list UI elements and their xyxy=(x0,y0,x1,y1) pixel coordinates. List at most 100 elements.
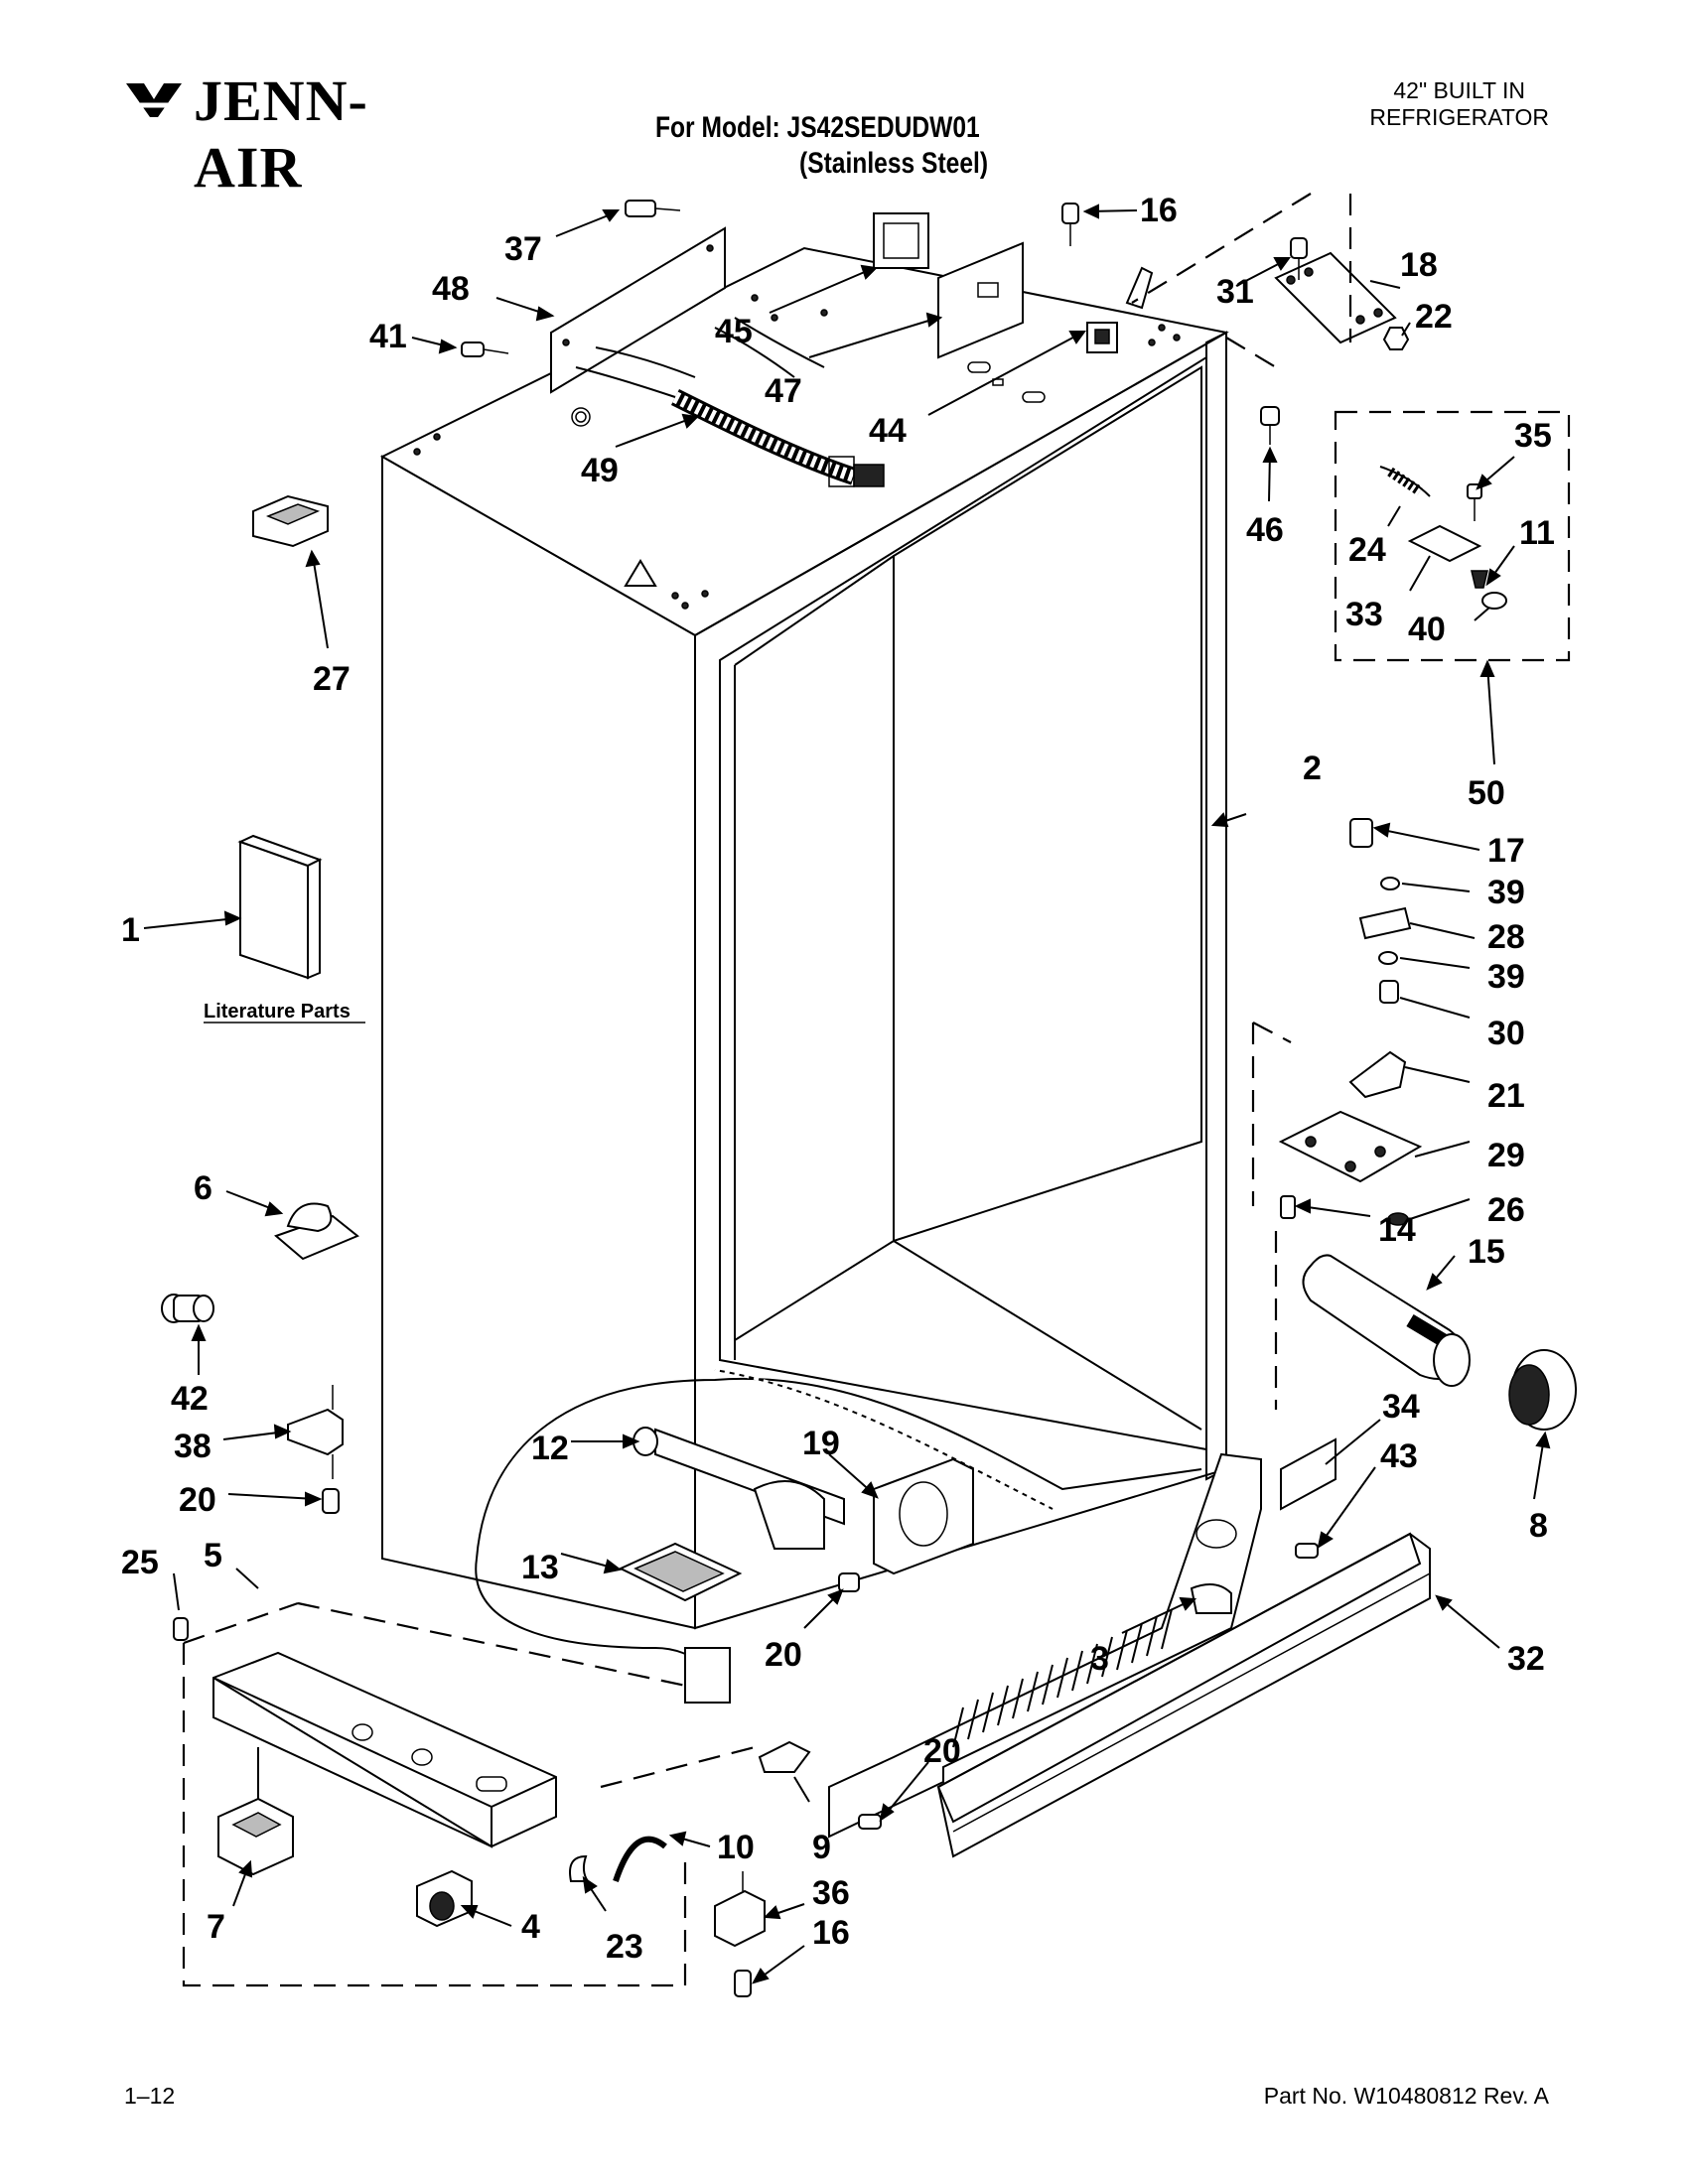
callout-40: 40 xyxy=(1408,611,1446,648)
part-38-bracket xyxy=(287,1385,344,1479)
leader-lines xyxy=(143,204,1551,1984)
callout-9: 9 xyxy=(812,1829,831,1866)
callout-36: 36 xyxy=(812,1874,850,1912)
literature-parts-label: Literature Parts xyxy=(204,1001,351,1023)
callout-10: 10 xyxy=(717,1829,755,1866)
screw-25 xyxy=(173,1617,189,1641)
screws-top xyxy=(461,200,1410,445)
callout-5: 5 xyxy=(204,1537,222,1574)
callout-2: 2 xyxy=(1303,750,1322,787)
callout-18: 18 xyxy=(1400,246,1438,284)
callout-49: 49 xyxy=(581,452,619,489)
roller-4 xyxy=(416,1869,473,1928)
water-filter-15 xyxy=(1302,1254,1471,1387)
callout-27: 27 xyxy=(313,660,351,698)
model-finish: (Stainless Steel) xyxy=(799,147,989,180)
callout-14: 14 xyxy=(1378,1211,1416,1249)
callout-44: 44 xyxy=(869,412,907,450)
callout-19: 19 xyxy=(802,1425,840,1462)
callout-21: 21 xyxy=(1487,1077,1525,1115)
callout-23: 23 xyxy=(606,1928,643,1966)
screw-20-lower xyxy=(858,1814,882,1830)
clip-10 xyxy=(613,1836,667,1882)
callout-17: 17 xyxy=(1487,832,1525,870)
callout-labels: 37 48 45 47 44 41 49 16 31 18 22 46 35 2… xyxy=(121,192,1555,1966)
callout-32: 32 xyxy=(1507,1640,1545,1678)
top-hinge-18 xyxy=(1274,251,1397,344)
callout-22: 22 xyxy=(1415,298,1453,336)
callout-29: 29 xyxy=(1487,1137,1525,1174)
callout-43: 43 xyxy=(1380,1437,1418,1475)
fan-bracket-19 xyxy=(873,1457,974,1575)
part-6-clamp xyxy=(274,1202,359,1261)
callout-39a: 39 xyxy=(1487,874,1525,911)
lower-hinge-stack xyxy=(1278,818,1423,1226)
callout-12: 12 xyxy=(531,1430,569,1467)
callout-24: 24 xyxy=(1348,531,1386,569)
callout-13: 13 xyxy=(521,1549,559,1586)
tray-13 xyxy=(618,1542,743,1602)
callout-46: 46 xyxy=(1246,511,1284,549)
part-number: Part No. W10480812 Rev. A xyxy=(1263,2083,1549,2109)
brand-mark-icon xyxy=(126,83,182,117)
callout-6: 6 xyxy=(194,1169,212,1207)
bracket-9 xyxy=(758,1740,811,1773)
leveler-7 xyxy=(217,1747,294,1876)
refrigerator-cabinet xyxy=(379,212,1229,1630)
screw-20-center xyxy=(838,1572,860,1592)
toe-grille-32 xyxy=(936,1532,1431,1858)
callout-20a: 20 xyxy=(179,1481,216,1519)
screw-16-lower xyxy=(734,1970,752,1997)
callout-16b: 16 xyxy=(812,1914,850,1952)
callout-11: 11 xyxy=(1519,514,1555,552)
kickplate-grille-3 xyxy=(828,1452,1262,1839)
callout-1: 1 xyxy=(121,911,140,949)
part-42-plug xyxy=(161,1294,214,1323)
screw-43 xyxy=(1295,1543,1319,1559)
screw-20 xyxy=(322,1488,340,1514)
callout-26: 26 xyxy=(1487,1191,1525,1229)
callout-50: 50 xyxy=(1468,774,1505,812)
product-type: 42" BUILT IN REFRIGERATOR xyxy=(1369,77,1549,131)
cutaway-region xyxy=(475,1368,1202,1704)
callout-34: 34 xyxy=(1382,1388,1420,1426)
page-number: 1–12 xyxy=(124,2083,176,2109)
callout-16: 16 xyxy=(1140,192,1178,229)
callout-20c: 20 xyxy=(923,1732,961,1770)
callout-31: 31 xyxy=(1216,273,1254,311)
brand-logo: JENN-AIR xyxy=(124,60,462,200)
e-ring-23 xyxy=(569,1854,590,1882)
model-number: For Model: JS42SEDUDW01 xyxy=(655,111,980,144)
base-rail-5 xyxy=(212,1651,557,1848)
callout-7: 7 xyxy=(207,1908,225,1946)
callout-28: 28 xyxy=(1487,918,1525,956)
product-type-line-1: 42" BUILT IN xyxy=(1393,77,1525,103)
product-type-line-2: REFRIGERATOR xyxy=(1369,104,1549,130)
callout-37: 37 xyxy=(504,230,542,268)
literature-parts-1 xyxy=(237,834,323,980)
callout-20b: 20 xyxy=(765,1636,802,1674)
callout-25: 25 xyxy=(121,1544,159,1581)
callout-4: 4 xyxy=(521,1908,540,1946)
filter-cap-8 xyxy=(1508,1349,1577,1431)
callout-33: 33 xyxy=(1345,596,1383,633)
callout-38: 38 xyxy=(174,1428,211,1465)
callout-47: 47 xyxy=(765,372,802,410)
callout-15: 15 xyxy=(1468,1233,1505,1271)
part-27-bracket xyxy=(252,494,329,548)
callout-30: 30 xyxy=(1487,1015,1525,1052)
brand-name: JENN-AIR xyxy=(194,68,368,200)
callout-42: 42 xyxy=(171,1380,209,1418)
heater-12 xyxy=(633,1427,845,1550)
door-closer-kit-50 xyxy=(1379,466,1507,610)
callout-48: 48 xyxy=(432,270,470,308)
callout-35: 35 xyxy=(1514,417,1552,455)
callout-39b: 39 xyxy=(1487,958,1525,996)
callout-8: 8 xyxy=(1529,1507,1548,1545)
callout-3: 3 xyxy=(1090,1640,1109,1678)
bracket-34 xyxy=(1280,1437,1336,1511)
callout-41: 41 xyxy=(369,318,407,355)
callout-45: 45 xyxy=(715,313,753,350)
bracket-36 xyxy=(714,1871,766,1948)
